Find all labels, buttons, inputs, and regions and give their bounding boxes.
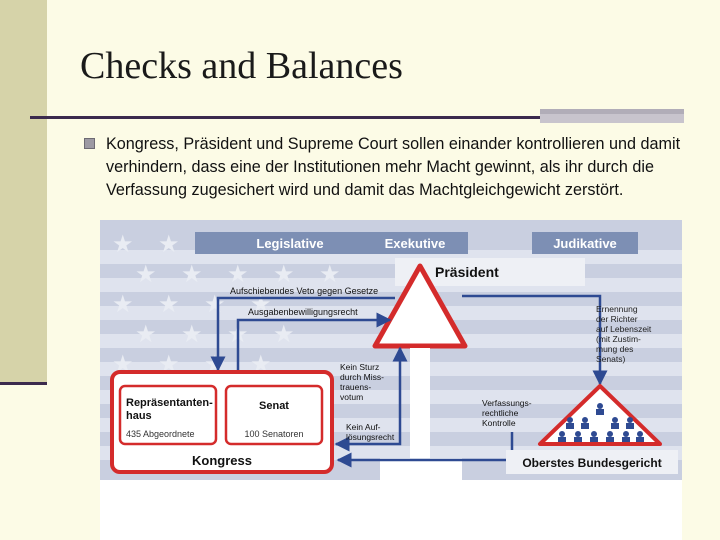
- senate-members: 100 Senatoren: [244, 429, 303, 439]
- senate-name: Senat: [259, 400, 289, 412]
- budget-label: Ausgabenbewilligungsrecht: [248, 307, 358, 317]
- executive-header: [362, 232, 468, 254]
- svg-text:Senats): Senats): [596, 354, 625, 364]
- svg-text:★: ★: [112, 291, 134, 318]
- svg-text:der Richter: der Richter: [596, 314, 638, 324]
- checks-balances-diagram: ★★★ ★★★★★ ★★★★ ★★★★ ★★★★ Legislative Exe…: [100, 220, 682, 540]
- veto-label: Aufschiebendes Veto gegen Gesetze: [230, 286, 378, 296]
- svg-text:rechtliche: rechtliche: [482, 408, 519, 418]
- legislative-header-label: Legislative: [256, 236, 323, 251]
- svg-text:★: ★: [181, 321, 203, 348]
- rule-accent-block-top: [540, 109, 684, 114]
- svg-text:★: ★: [273, 261, 295, 288]
- senate-box: [224, 384, 324, 446]
- svg-text:★: ★: [158, 291, 180, 318]
- left-decor-edge: [0, 382, 47, 385]
- svg-text:trauens-: trauens-: [340, 382, 371, 392]
- svg-text:Ernennung: Ernennung: [596, 304, 638, 314]
- supreme-court-label-box: [506, 450, 678, 474]
- svg-text:★: ★: [112, 231, 134, 258]
- judicative-header-label: Judikative: [553, 236, 617, 251]
- congress-label: Kongress: [192, 453, 252, 468]
- svg-text:★: ★: [135, 261, 157, 288]
- svg-text:★: ★: [273, 321, 295, 348]
- no-dissolution-label: Kein Auf- lösungsrecht: [346, 422, 395, 442]
- slide-title: Checks and Balances: [80, 45, 403, 87]
- svg-text:Kein Auf-: Kein Auf-: [346, 422, 381, 432]
- house-name-line1: Repräsentanten-: [126, 397, 213, 409]
- svg-text:(mit Zustim-: (mit Zustim-: [596, 334, 641, 344]
- appointment-arrow: [462, 294, 608, 386]
- house-members: 435 Abgeordnete: [126, 429, 195, 439]
- appointment-label: Ernennung der Richter auf Lebenszeit (mi…: [596, 304, 652, 364]
- svg-text:mung des: mung des: [596, 344, 633, 354]
- bullet-item: Kongress, Präsident und Supreme Court so…: [84, 133, 704, 202]
- house-box: [118, 384, 218, 446]
- diagram-blank-notch: [380, 458, 462, 540]
- president-label: Präsident: [435, 264, 499, 280]
- bullet-text: Kongress, Präsident und Supreme Court so…: [106, 135, 681, 199]
- svg-text:★: ★: [181, 261, 203, 288]
- svg-text:durch Miss-: durch Miss-: [340, 372, 384, 382]
- svg-text:★: ★: [319, 261, 341, 288]
- title-rule: [30, 116, 680, 119]
- svg-text:Verfassungs-: Verfassungs-: [482, 398, 532, 408]
- left-decor-band: [0, 0, 47, 385]
- svg-text:★: ★: [135, 321, 157, 348]
- judges-icon: [558, 403, 644, 442]
- svg-text:★: ★: [227, 261, 249, 288]
- president-pillar: [410, 348, 430, 468]
- svg-text:★: ★: [158, 231, 180, 258]
- no-overthrow-label: Kein Sturz durch Miss- trauens- votum: [340, 362, 384, 402]
- constitutional-control-label: Verfassungs- rechtliche Kontrolle: [482, 398, 532, 428]
- president-triangle: [372, 263, 468, 349]
- veto-arrow: [210, 296, 395, 372]
- svg-text:Kein Sturz: Kein Sturz: [340, 362, 379, 372]
- svg-text:Kontrolle: Kontrolle: [482, 418, 516, 428]
- no-dissolution-arrow: [334, 420, 402, 452]
- house-name-line2: haus: [126, 410, 152, 422]
- legislative-header: [195, 232, 385, 254]
- supreme-court-label: Oberstes Bundesgericht: [522, 456, 661, 470]
- executive-header-label: Exekutive: [385, 236, 446, 251]
- square-bullet-icon: [84, 138, 95, 149]
- budget-arrow: [236, 312, 392, 370]
- svg-text:votum: votum: [340, 392, 363, 402]
- svg-text:auf Lebenszeit: auf Lebenszeit: [596, 324, 652, 334]
- judicative-header: [532, 232, 638, 254]
- svg-text:★: ★: [204, 291, 226, 318]
- svg-text:lösungsrecht: lösungsrecht: [346, 432, 395, 442]
